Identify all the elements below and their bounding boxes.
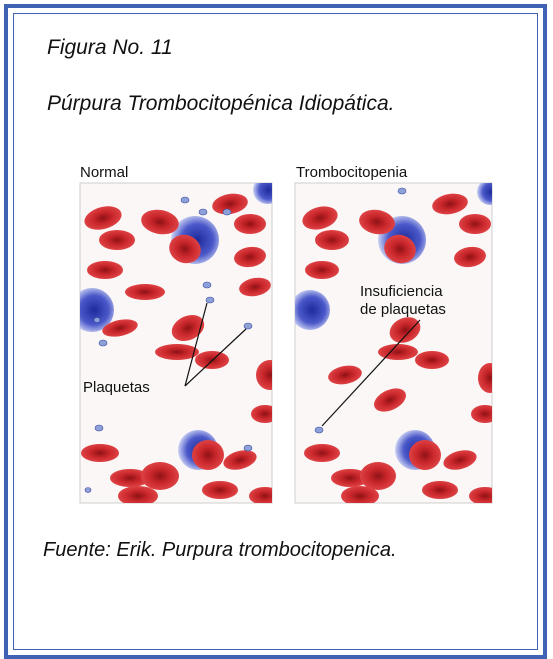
platelet <box>85 488 91 493</box>
platelet <box>95 425 103 431</box>
red-blood-cell <box>469 487 500 505</box>
platelet <box>99 340 107 346</box>
red-blood-cell <box>202 481 238 499</box>
red-blood-cell <box>87 261 123 279</box>
figure-title: Púrpura Trombocitopénica Idiopática. <box>47 92 394 116</box>
red-blood-cell <box>141 462 179 490</box>
red-blood-cell <box>459 214 491 234</box>
red-blood-cell <box>99 230 135 250</box>
red-blood-cell <box>118 486 158 506</box>
red-blood-cell <box>251 405 279 423</box>
platelet <box>94 318 100 323</box>
platelet <box>244 323 252 329</box>
platelet <box>398 188 406 194</box>
panel-title-normal: Normal <box>80 164 128 181</box>
platelet <box>203 282 211 288</box>
platelet <box>244 445 252 451</box>
white-blood-cell <box>290 290 330 330</box>
panel-normal: Plaquetas <box>70 176 284 506</box>
red-blood-cell <box>125 284 165 300</box>
red-blood-cell <box>415 351 449 369</box>
red-blood-cell <box>341 486 379 506</box>
red-blood-cell <box>315 230 349 250</box>
red-blood-cell <box>471 405 499 423</box>
blood-cells-illustration: Normal Trombocitopenia <box>60 160 500 510</box>
red-blood-cell <box>192 440 224 470</box>
label-platelets: Plaquetas <box>83 379 150 396</box>
red-blood-cell <box>234 214 266 234</box>
platelet <box>315 427 323 433</box>
figure-source: Fuente: Erik. Purpura trombocitopenica. <box>43 539 397 562</box>
red-blood-cell <box>256 360 284 390</box>
label-insufficiency-line1: Insuficiencia <box>360 283 443 300</box>
red-blood-cell <box>249 487 281 505</box>
red-blood-cell <box>305 261 339 279</box>
red-blood-cell <box>409 440 441 470</box>
red-blood-cell <box>378 344 418 360</box>
label-insufficiency-line2: de plaquetas <box>360 301 446 318</box>
panel-thrombocytopenia: Insuficiencia de plaquetas <box>290 179 500 506</box>
platelet <box>181 197 189 203</box>
platelet <box>199 209 207 215</box>
platelet <box>223 209 231 215</box>
red-blood-cell <box>304 444 340 462</box>
red-blood-cell <box>360 462 396 490</box>
white-blood-cell <box>253 176 281 204</box>
figure-number: Figura No. 11 <box>47 36 173 60</box>
red-blood-cell <box>422 481 458 499</box>
panel-title-thrombocytopenia: Trombocitopenia <box>296 164 408 181</box>
platelet <box>206 297 214 303</box>
red-blood-cell <box>81 444 119 462</box>
